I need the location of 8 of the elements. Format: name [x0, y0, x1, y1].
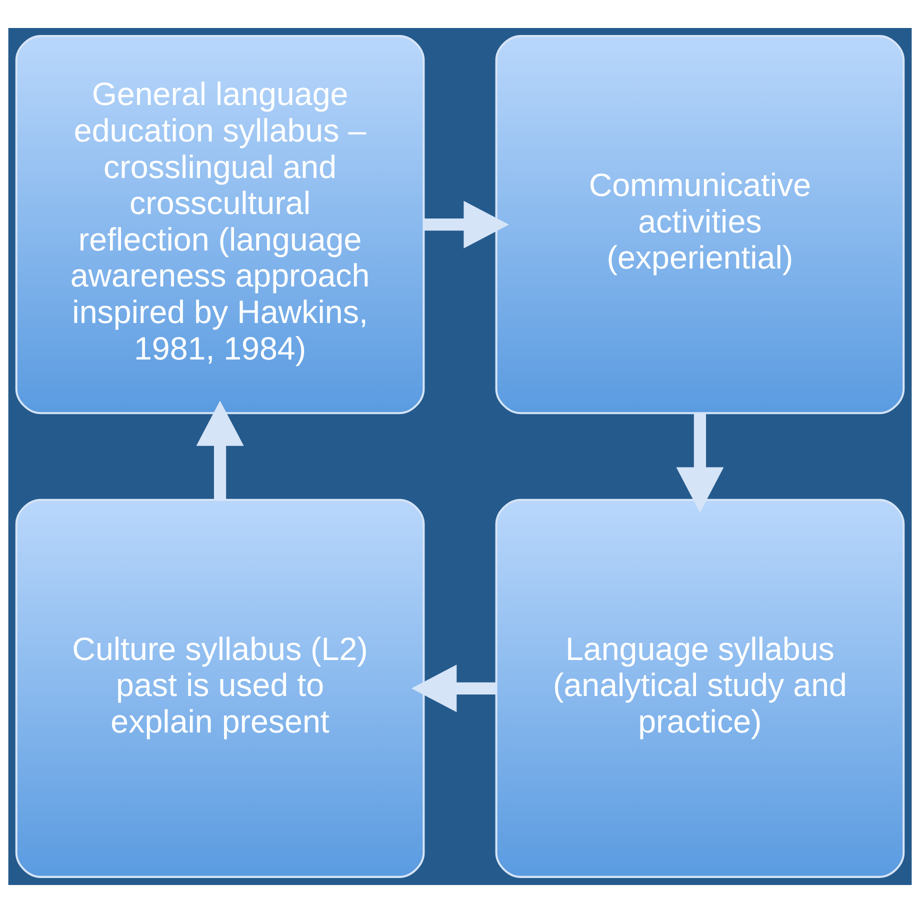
node-box: Culture syllabus (L2) past is used to explain present — [15, 498, 425, 878]
node-box: Language syllabus (analytical study and practice) — [495, 498, 905, 878]
node-box: Communicative activities (experiential) — [495, 35, 905, 414]
arrow — [676, 414, 724, 513]
node-box: General language education syllabus – crosslingual and crosscultural reflection (language awareness approach inspired by Hawkins, 1981, 1984) — [15, 35, 425, 414]
arrow — [424, 200, 509, 248]
arrow — [411, 664, 496, 712]
arrow — [196, 400, 244, 500]
